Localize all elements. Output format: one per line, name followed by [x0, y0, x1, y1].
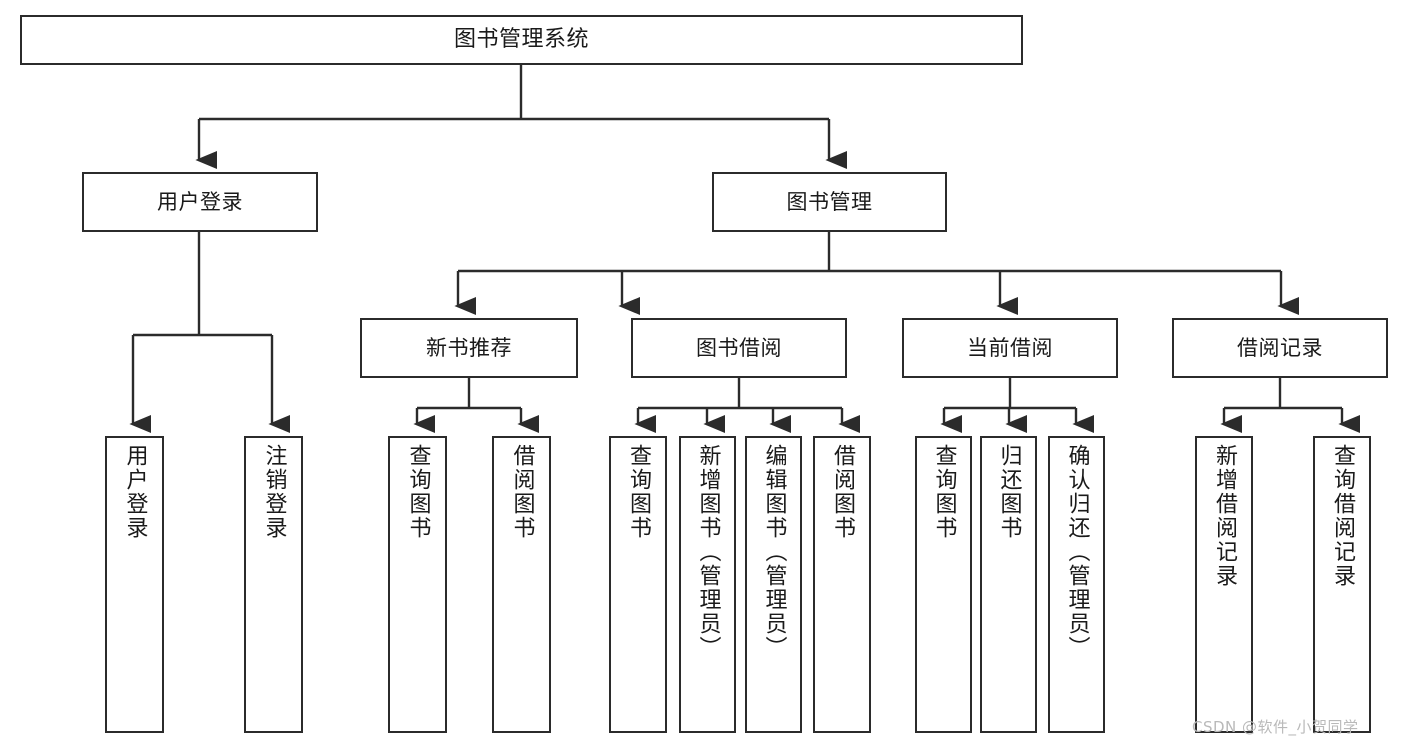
leaf-newbook-borrow-book[interactable]: 借阅图书: [492, 436, 551, 733]
leaf-borrow-edit-book-admin[interactable]: 编辑图书（管理员）: [745, 436, 802, 733]
leaf-records-query-record[interactable]: 查询借阅记录: [1313, 436, 1371, 733]
node-label: 确认归还（管理员）: [1064, 444, 1090, 660]
csdn-watermark: CSDN @软件_小贺同学: [1192, 718, 1359, 736]
node-label: 归还图书: [996, 444, 1022, 540]
leaf-current-confirm-return-admin[interactable]: 确认归还（管理员）: [1048, 436, 1105, 733]
node-label: 新增图书（管理员）: [695, 444, 721, 660]
leaf-user-login[interactable]: 用户登录: [105, 436, 164, 733]
node-label: 编辑图书（管理员）: [761, 444, 787, 660]
node-borrow-records[interactable]: 借阅记录: [1172, 318, 1388, 378]
node-label: 图书管理: [786, 189, 873, 214]
node-label: 新增借阅记录: [1212, 444, 1237, 588]
node-label: 查询图书: [626, 444, 651, 540]
leaf-current-query-book[interactable]: 查询图书: [915, 436, 972, 733]
leaf-borrow-add-book-admin[interactable]: 新增图书（管理员）: [679, 436, 736, 733]
node-label: 图书借阅: [696, 335, 782, 360]
node-label: 查询图书: [931, 444, 957, 540]
leaf-borrow-borrow-book[interactable]: 借阅图书: [813, 436, 871, 733]
leaf-logout[interactable]: 注销登录: [244, 436, 303, 733]
leaf-newbook-query-book[interactable]: 查询图书: [388, 436, 447, 733]
node-label: 查询图书: [405, 444, 431, 540]
leaf-borrow-query-book[interactable]: 查询图书: [609, 436, 667, 733]
node-label: 用户登录: [157, 189, 243, 214]
node-current-borrow[interactable]: 当前借阅: [902, 318, 1118, 378]
leaf-current-return-book[interactable]: 归还图书: [980, 436, 1037, 733]
node-label: 当前借阅: [967, 335, 1053, 360]
node-label: 借阅图书: [509, 444, 535, 540]
leaf-records-add-record[interactable]: 新增借阅记录: [1195, 436, 1253, 733]
node-user-login[interactable]: 用户登录: [82, 172, 318, 232]
node-label: 查询借阅记录: [1330, 444, 1355, 588]
node-root-system[interactable]: 图书管理系统: [20, 15, 1023, 65]
node-label: 图书管理系统: [453, 27, 589, 53]
node-label: 注销登录: [261, 444, 287, 540]
node-label: 借阅图书: [830, 444, 855, 540]
node-label: 用户登录: [122, 444, 148, 540]
node-label: 新书推荐: [426, 335, 512, 360]
node-label: 借阅记录: [1237, 335, 1323, 360]
node-new-book-recommend[interactable]: 新书推荐: [360, 318, 578, 378]
node-book-borrow[interactable]: 图书借阅: [631, 318, 847, 378]
node-book-management[interactable]: 图书管理: [712, 172, 947, 232]
